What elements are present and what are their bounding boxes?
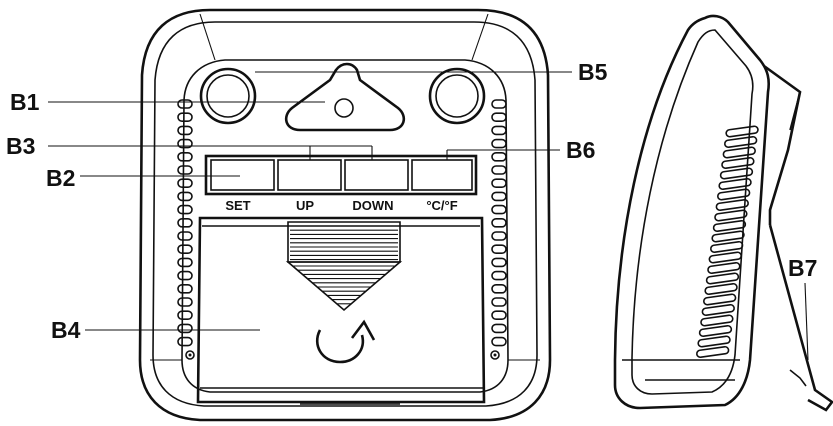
- side-vent-slot: [709, 252, 742, 263]
- set-caption: SET: [225, 198, 250, 213]
- vent-slot: [178, 285, 192, 293]
- vent-slot: [178, 272, 192, 280]
- screw-icon: [189, 354, 192, 357]
- cover-grip: [288, 222, 400, 262]
- vent-slot: [178, 179, 192, 187]
- side-vent-slot: [703, 294, 736, 305]
- vent-slot: [178, 232, 192, 240]
- vent-slot: [492, 179, 506, 187]
- side-vent-slot: [715, 210, 748, 221]
- vent-slot: [492, 272, 506, 280]
- vent-slot: [492, 338, 506, 346]
- cover-grip-ribs: [290, 226, 398, 260]
- side-vent-slot: [705, 283, 738, 294]
- vent-slot: [492, 192, 506, 200]
- cover-arrow-ribs: [293, 266, 396, 304]
- side-vent-slot: [710, 241, 743, 252]
- vent-slot: [178, 258, 192, 266]
- vent-slot: [178, 219, 192, 227]
- wall-mount-hole: [286, 64, 404, 130]
- side-vent-slot: [716, 199, 749, 210]
- vent-slot: [178, 338, 192, 346]
- bevel-line: [472, 14, 488, 60]
- up-caption: UP: [296, 198, 314, 213]
- vent-slot: [178, 311, 192, 319]
- side-vent-slots: [696, 126, 758, 358]
- vent-slot: [492, 166, 506, 174]
- leader-b7: [805, 283, 808, 360]
- vent-slot: [492, 324, 506, 332]
- vent-slot: [492, 219, 506, 227]
- rubber-foot-left: [201, 69, 255, 123]
- rubber-foot-right: [430, 69, 484, 123]
- side-vent-slot: [712, 231, 745, 242]
- stand-leg: [764, 66, 832, 410]
- vent-slot: [178, 100, 192, 108]
- vent-slot: [178, 206, 192, 214]
- callout-b3: B3: [6, 133, 35, 159]
- vent-slot: [178, 298, 192, 306]
- screw-icon: [494, 354, 497, 357]
- vent-slot: [178, 153, 192, 161]
- side-vent-slot: [713, 220, 746, 231]
- side-vent-slot: [698, 336, 731, 347]
- bevel-line: [200, 14, 215, 60]
- up-button[interactable]: [278, 160, 341, 190]
- callout-b2: B2: [46, 165, 75, 191]
- vent-slot: [492, 140, 506, 148]
- side-vent-slot: [702, 304, 735, 315]
- unit-button[interactable]: [412, 160, 472, 190]
- callout-leaders: [48, 72, 808, 360]
- callout-b1: B1: [10, 89, 40, 115]
- vent-slot: [178, 166, 192, 174]
- set-button[interactable]: [211, 160, 274, 190]
- side-vent-slot: [724, 136, 757, 147]
- vent-slot: [178, 245, 192, 253]
- callout-b7: B7: [788, 255, 817, 281]
- side-vent-slot: [701, 315, 734, 326]
- vent-slot: [178, 126, 192, 134]
- unit-caption: °C/°F: [426, 198, 457, 213]
- battery-cover-outline: [198, 218, 484, 402]
- down-caption: DOWN: [352, 198, 393, 213]
- side-vent-slot: [708, 262, 741, 273]
- vent-slot: [492, 258, 506, 266]
- callout-b5: B5: [578, 59, 608, 85]
- side-vent-slot: [699, 325, 732, 336]
- button-bar: [206, 156, 476, 194]
- side-vent-slot: [706, 273, 739, 284]
- vent-slot: [492, 126, 506, 134]
- vent-slot: [178, 324, 192, 332]
- vent-slots-left: [178, 100, 192, 346]
- vent-slot: [178, 113, 192, 121]
- vent-slot: [492, 232, 506, 240]
- vent-slot: [492, 153, 506, 161]
- vent-slot: [492, 245, 506, 253]
- vent-slot: [492, 298, 506, 306]
- side-vent-slot: [720, 168, 753, 179]
- vent-slot: [492, 206, 506, 214]
- rotate-arrow-icon: [317, 322, 374, 362]
- device-side-view: [615, 16, 832, 410]
- battery-cover: [186, 218, 499, 404]
- callout-b4: B4: [51, 317, 81, 343]
- down-button[interactable]: [345, 160, 408, 190]
- cover-grip-arrow: [288, 262, 400, 310]
- side-vent-slot: [722, 157, 755, 168]
- vent-slot: [178, 192, 192, 200]
- callout-b6: B6: [566, 137, 595, 163]
- vent-slot: [492, 113, 506, 121]
- mount-screw-hole: [335, 99, 353, 117]
- side-vent-slot: [723, 147, 756, 158]
- vent-slots-right: [492, 100, 506, 346]
- side-vent-slot: [726, 126, 759, 137]
- stand-hinge: [790, 92, 800, 130]
- side-vent-slot: [696, 346, 729, 357]
- vent-slot: [492, 311, 506, 319]
- vent-slot: [492, 100, 506, 108]
- vent-slot: [492, 285, 506, 293]
